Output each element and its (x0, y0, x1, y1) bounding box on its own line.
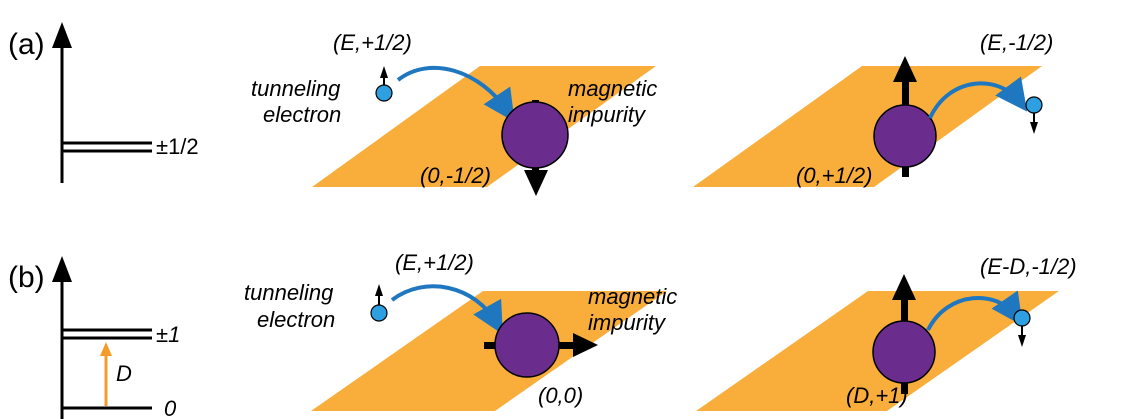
electron-caption-line1: tunneling (244, 280, 334, 305)
panel-a-tag: (a) (8, 28, 45, 61)
axis-arrowhead-icon (52, 22, 72, 48)
panel-a: (a) ±1/2 (E,+1/2) tunneling electron mag… (8, 22, 1053, 196)
level-label-upper: ±1 (156, 322, 180, 347)
gap-label: D (116, 361, 132, 386)
scene-b-left: (E,+1/2) tunneling electron magnetic imp… (244, 250, 677, 411)
surface-plane (311, 291, 667, 411)
impurity-caption-line1: magnetic (568, 76, 657, 101)
electron-icon (370, 284, 388, 322)
electron-caption-line2: electron (263, 102, 341, 127)
impurity-state-label: (0,0) (538, 383, 583, 408)
impurity-state-label: (0,+1/2) (796, 163, 872, 188)
scene-a-left: (E,+1/2) tunneling electron magnetic imp… (251, 30, 657, 196)
impurity-state-label: (D,+1) (846, 383, 908, 408)
panel-b: (b) ±1 0 D (E,+1/2) tunneling electron m… (8, 250, 1077, 419)
impurity-spin-sideways-icon (484, 312, 598, 378)
panel-b-tag: (b) (8, 261, 45, 294)
hop-arrow-icon (928, 76, 1028, 119)
hop-arrow-icon (396, 65, 515, 122)
energy-level-a (62, 141, 152, 153)
energy-axis-a (52, 22, 72, 183)
energy-level-upper-b (62, 328, 152, 340)
impurity-spin-down-icon (501, 100, 569, 196)
hop-arrow-icon (926, 290, 1023, 331)
scene-a-right: (E,-1/2) (0,+1/2) (693, 30, 1053, 188)
impurity-spin-up-icon (873, 56, 937, 177)
electron-caption-line2: electron (257, 307, 335, 332)
electron-state-label: (E,+1/2) (395, 250, 474, 275)
impurity-spin-up-icon (872, 274, 936, 394)
level-label-lower: 0 (164, 396, 177, 419)
electron-state-label: (E,+1/2) (333, 30, 412, 55)
electron-icon (1013, 309, 1031, 347)
impurity-caption-line2: impurity (568, 102, 647, 127)
level-label-half: ±1/2 (156, 134, 199, 159)
energy-axis-b (52, 256, 72, 419)
impurity-state-label: (0,-1/2) (420, 163, 491, 188)
impurity-caption-line1: magnetic (588, 284, 677, 309)
scene-b-right: (E-D,-1/2) (D,+1) (696, 254, 1077, 411)
electron-state-label: (E-D,-1/2) (980, 254, 1077, 279)
surface-plane (693, 66, 1042, 187)
hop-arrow-icon (390, 284, 503, 335)
surface-plane (312, 66, 656, 187)
impurity-caption-line2: impurity (588, 310, 667, 335)
electron-state-label: (E,-1/2) (980, 30, 1053, 55)
electron-icon (375, 66, 393, 102)
axis-arrowhead-icon (52, 256, 72, 282)
electron-icon (1025, 96, 1043, 134)
electron-caption-line1: tunneling (251, 76, 341, 101)
excitation-arrow-icon (100, 342, 112, 406)
